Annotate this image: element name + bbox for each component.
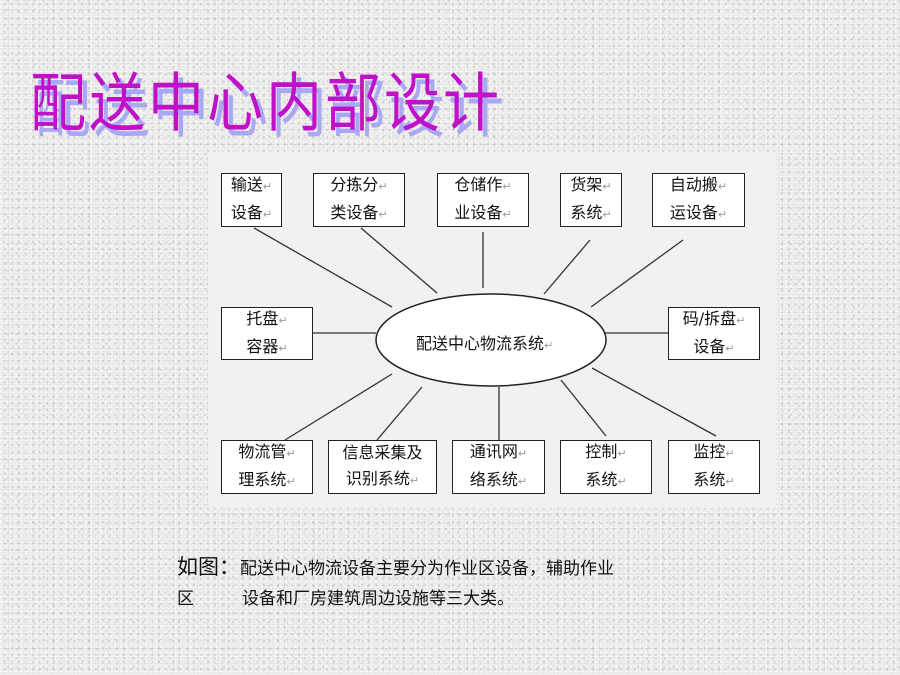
caption-line2b: 设备和厂房建筑周边设施等三大类。 — [242, 589, 514, 609]
node-auto-handling: 自动搬↵运设备↵ — [652, 173, 745, 227]
node-logistics-mgmt: 物流管↵理系统↵ — [221, 440, 313, 494]
connector — [543, 239, 591, 295]
connector — [590, 239, 684, 308]
center-ellipse — [375, 293, 607, 387]
connector — [591, 367, 717, 437]
connector — [253, 227, 393, 308]
center-label: 配送中心物流系统↵ — [416, 334, 554, 353]
caption-text: 如图：配送中心物流设备主要分为作业区设备，辅助作业 区 设备和厂房建筑周边设施等三… — [177, 552, 614, 614]
logistics-system-diagram: 配送中心物流系统↵ 输送↵设备↵ 分拣分↵类设备↵ 仓储作↵业设备↵ 货架↵系统… — [208, 152, 776, 508]
node-info-capture: 信息采集及识别系统↵ — [328, 440, 437, 494]
node-palletizing: 码/拆盘↵设备↵ — [668, 307, 760, 360]
node-control: 控制↵系统↵ — [560, 440, 652, 494]
slide-title: 配送中心内部设计 — [30, 66, 502, 142]
connector — [360, 227, 438, 294]
node-sorting: 分拣分↵类设备↵ — [313, 173, 405, 227]
node-storage: 仓储作↵业设备↵ — [437, 173, 529, 227]
connector — [376, 386, 423, 441]
connector-lines — [253, 227, 717, 441]
node-conveyor: 输送↵设备↵ — [221, 173, 282, 227]
node-monitoring: 监控↵系统↵ — [668, 440, 760, 494]
node-racking: 货架↵系统↵ — [560, 173, 622, 227]
node-network: 通讯网↵络系统↵ — [452, 440, 545, 494]
caption-line1: 配送中心物流设备主要分为作业区设备，辅助作业 — [240, 559, 614, 579]
connector — [560, 379, 607, 437]
caption-line2a: 区 — [177, 589, 194, 609]
connector — [284, 373, 393, 441]
node-pallet: 托盘↵容器↵ — [221, 307, 313, 360]
caption-lead: 如图： — [177, 555, 240, 579]
